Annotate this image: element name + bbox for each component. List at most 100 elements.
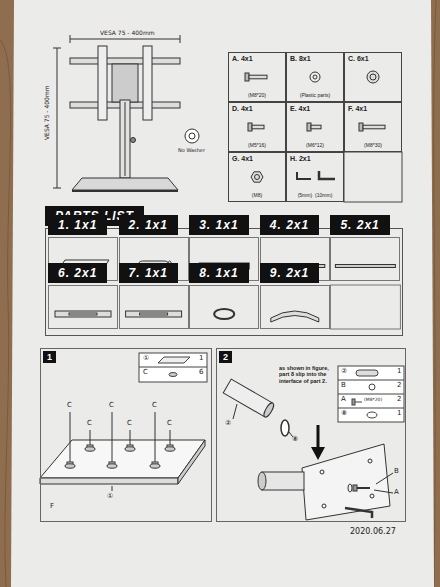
leader-lines-part (233, 404, 237, 419)
column-assembly-figure-part (370, 494, 374, 498)
leader-lines-part (170, 430, 171, 446)
hardware-cell: E. 4x1(M6*12) (286, 102, 344, 152)
part-icons-part (126, 311, 182, 317)
node-heading: G. 4x1 (232, 155, 282, 163)
tv-stand-illustration-part (180, 35, 181, 43)
date-stamp: 2020.06.27 (350, 528, 396, 536)
glass-base-figure-part (40, 440, 205, 478)
text-head: A. 4x1 (232, 55, 282, 63)
text-head: G. 4x1 (232, 155, 282, 163)
part-icons-part (359, 123, 363, 131)
part-icons-part (255, 175, 260, 180)
part-icons-part (319, 171, 335, 179)
part-icons-part (251, 172, 263, 182)
column-assembly-figure-part (223, 379, 275, 418)
tv-stand-illustration-part (70, 58, 180, 64)
dimension-label: VESA 75 - 400mm (100, 30, 155, 36)
callout-label: A (341, 396, 346, 403)
part-icons-part (363, 125, 385, 129)
step-panel: 2 as shown in figure, part 8 slip into th… (216, 348, 406, 522)
column-assembly-figure-part (258, 472, 266, 490)
text-body: as shown in figure, part 8 slip into the… (279, 365, 335, 384)
leader-lines-part (112, 412, 113, 463)
callout-label: A (394, 489, 399, 496)
callout-label: 2 (397, 382, 401, 389)
hardware-cell: G. 4x1 (M8) (228, 152, 286, 202)
tv-stand-illustration-part (189, 133, 195, 139)
leader-lines-part-part (150, 464, 160, 468)
column-assembly-figure-part (357, 487, 370, 489)
step2-legend-box (338, 366, 404, 422)
text-head: C. 6x1 (348, 55, 398, 63)
glass-base-figure (40, 440, 205, 484)
node-heading: 7. 1x1 (129, 266, 168, 280)
part-icons-part (367, 71, 379, 83)
glass-base-figure-part (40, 478, 178, 484)
part-icons-part (271, 311, 319, 322)
text-head: D. 4x1 (232, 105, 282, 113)
leader-lines-part (85, 445, 95, 451)
column-assembly-figure-part (322, 504, 326, 508)
column-assembly-figure-part (345, 508, 372, 518)
text-head: 8. 1x1 (189, 263, 248, 283)
step1-legend-box (139, 353, 207, 382)
column-assembly-figure (223, 379, 390, 520)
text-body: (M8*30) (348, 143, 398, 149)
step1-legend-box-part (139, 367, 207, 368)
callout-label: F (50, 503, 54, 510)
text-body: (Plastic parts) (290, 93, 340, 99)
step2-legend-box-part (338, 394, 404, 395)
part-cell: 8. 1x1 (189, 285, 259, 329)
text-head: 7. 1x1 (119, 263, 178, 283)
part-icons-part (69, 313, 97, 315)
node-heading: 9. 2x1 (270, 266, 309, 280)
wood-table-part (434, 0, 436, 587)
node-text: (Plastic parts) (300, 93, 331, 99)
part-icons-part (214, 309, 234, 319)
tv-stand-illustration-part (98, 46, 107, 120)
node-heading: 8. 1x1 (199, 266, 238, 280)
node-heading: 6. 2x1 (58, 266, 97, 280)
column-assembly-figure-part (317, 425, 320, 447)
hardware-cell: C. 6x1 (344, 52, 402, 102)
leader-lines-part-part (85, 447, 95, 451)
text-body: (M8) (232, 193, 282, 199)
part-icons-part (370, 74, 376, 80)
text-head: 3. 1x1 (189, 215, 248, 235)
node-heading: H. 2x1 (290, 155, 340, 163)
column-assembly-figure-part (262, 472, 304, 490)
part-icons-part (55, 311, 111, 317)
node-text: (M8*20) (248, 93, 266, 99)
column-assembly-figure-part-part (262, 402, 275, 419)
tv-stand-illustration-part (125, 102, 126, 176)
node-heading: A. 4x1 (232, 55, 282, 63)
glass-base-figure-part (178, 440, 205, 484)
part-icons-part (140, 313, 168, 315)
node-heading: 2. 1x1 (129, 218, 168, 232)
text-head: 2 (219, 351, 232, 363)
step1-legend-box-part (158, 357, 190, 363)
column-assembly-figure-part (281, 420, 289, 436)
part-cell: 6. 2x1 (48, 285, 118, 329)
part-icons (55, 71, 400, 329)
tv-stand-illustration-part (72, 178, 178, 190)
callout-label: C (127, 420, 132, 427)
node-text: (5mm) (298, 193, 312, 199)
dimension-label: No Washer (178, 148, 205, 153)
part-icons-part (307, 123, 311, 131)
text-head: 2. 1x1 (119, 215, 178, 235)
callout-label: C (143, 369, 148, 376)
column-assembly-figure-part (348, 484, 352, 492)
text-body: (5mm)(10mm) (290, 193, 340, 199)
node-heading: 2 (219, 351, 232, 363)
step2-legend-box-part (338, 408, 404, 409)
callout-label: C (167, 420, 172, 427)
text-body: (M8*20) (232, 93, 282, 99)
node-text: (M5*16) (248, 143, 266, 149)
callout-label: C (152, 402, 157, 409)
callout-label: ② (225, 420, 231, 427)
callout-label: ① (107, 493, 113, 500)
node-text: (M6*12) (306, 143, 324, 149)
part-cell: 5. 2x1 (330, 237, 400, 281)
